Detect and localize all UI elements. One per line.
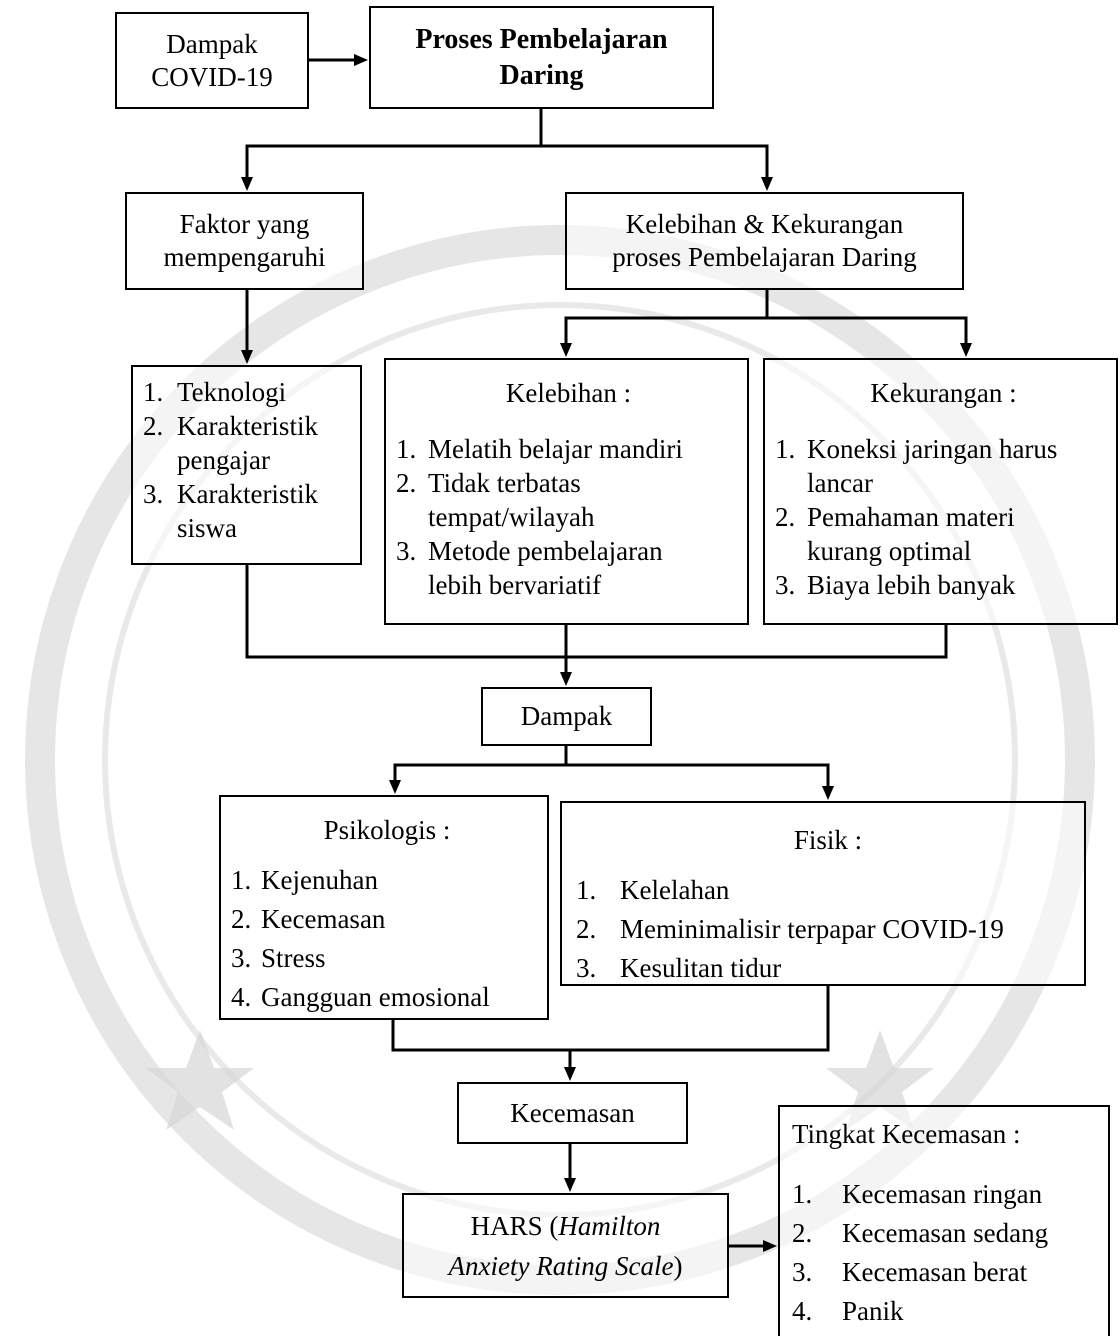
- psikologis-title: Psikologis :: [323, 815, 451, 845]
- psikologis-item-1: 1. Kejenuhan: [231, 865, 378, 895]
- kecemasan-label: Kecemasan: [510, 1097, 635, 1128]
- kekurangan-item-3: 3. Biaya lebih banyak: [775, 570, 1016, 600]
- kekurangan-item-1: 1. Koneksi jaringan harus lancar: [775, 434, 1058, 498]
- kk-line2: proses Pembelajaran Daring: [612, 242, 917, 272]
- faktor-list-box: 1. Teknologi 2. Karakteristik pengajar 3…: [131, 365, 362, 565]
- tingkat-item-4: 4. Panik: [792, 1296, 904, 1326]
- faktor-box: Faktor yang mempengaruhi: [125, 192, 364, 290]
- kecemasan-box: Kecemasan: [457, 1082, 688, 1144]
- kelebihan-item-2: 2. Tidak terbatas tempat/wilayah: [396, 468, 595, 532]
- arrowhead-to-kelebihan: [560, 343, 572, 357]
- psikologis-item-4: 4. Gangguan emosional: [231, 982, 490, 1012]
- kekurangan-title: Kekurangan :: [870, 378, 1017, 408]
- fisik-box: Fisik : 1. Kelelahan 2. Meminimalisir te…: [560, 801, 1086, 986]
- fisik-item-2: 2. Meminimalisir terpapar COVID-19: [576, 914, 1004, 944]
- kelebihan-box: Kelebihan : 1. Melatih belajar mandiri 2…: [384, 358, 749, 625]
- arrowhead-to-kecemasan: [564, 1067, 576, 1081]
- arrowhead-to-tingkat: [763, 1240, 777, 1252]
- kelebihan-item-3: 3. Metode pembelajaran lebih bervariatif: [396, 536, 663, 600]
- kk-line1: Kelebihan & Kekurangan: [625, 209, 904, 239]
- arrowhead-covid-proses: [354, 54, 368, 66]
- dampak-label: Dampak: [520, 701, 613, 731]
- arrowhead-to-fisik: [822, 786, 834, 800]
- arrowhead-to-hars: [564, 1178, 576, 1192]
- kelebihan-kekurangan-box: Kelebihan & Kekurangan proses Pembelajar…: [565, 192, 964, 290]
- proses-line1: Proses Pembelajaran: [415, 23, 668, 55]
- dampak-box: Dampak: [481, 687, 652, 746]
- kekurangan-box: Kekurangan : 1. Koneksi jaringan harus l…: [763, 358, 1118, 625]
- arrowhead-faktor-list: [241, 350, 253, 364]
- fisik-item-1: 1. Kelelahan: [576, 875, 730, 905]
- fisik-item-3: 3. Kesulitan tidur: [576, 953, 782, 983]
- arrowhead-to-kekurangan: [960, 343, 972, 357]
- proses-pembelajaran-box: Proses Pembelajaran Daring: [369, 6, 714, 109]
- dampak-covid-line1: Dampak: [166, 28, 258, 59]
- kekurangan-item-2: 2. Pemahaman materi kurang optimal: [775, 502, 1015, 566]
- tingkat-title: Tingkat Kecemasan :: [792, 1119, 1021, 1149]
- hars-box: HARS (Hamilton Anxiety Rating Scale): [402, 1193, 729, 1298]
- dampak-covid-box: Dampak COVID-19: [115, 12, 309, 109]
- kelebihan-item-1: 1. Melatih belajar mandiri: [396, 434, 683, 464]
- psikologis-item-2: 2. Kecemasan: [231, 904, 386, 934]
- tingkat-item-3: 3. Kecemasan berat: [792, 1257, 1028, 1287]
- proses-line2: Daring: [499, 59, 584, 91]
- arrowhead-to-dampak: [560, 672, 572, 686]
- fisik-title: Fisik :: [793, 825, 863, 855]
- dampak-covid-line2: COVID-19: [151, 61, 273, 92]
- arrowhead-to-faktor: [241, 177, 253, 191]
- faktor-line1: Faktor yang: [179, 209, 310, 239]
- kelebihan-title: Kelebihan :: [505, 378, 632, 408]
- faktor-item-1: 1. Teknologi: [143, 377, 287, 407]
- faktor-line2: mempengaruhi: [163, 242, 326, 272]
- tingkat-kecemasan-box: Tingkat Kecemasan : 1. Kecemasan ringan …: [778, 1105, 1110, 1336]
- psikologis-item-3: 3. Stress: [231, 943, 326, 973]
- tingkat-item-2: 2. Kecemasan sedang: [792, 1218, 1049, 1248]
- faktor-item-2: 2. Karakteristik pengajar: [143, 411, 318, 475]
- psikologis-box: Psikologis : 1. Kejenuhan 2. Kecemasan 3…: [219, 795, 549, 1020]
- arrowhead-to-kk: [761, 177, 773, 191]
- tingkat-item-1: 1. Kecemasan ringan: [792, 1179, 1043, 1209]
- faktor-item-3: 3. Karakteristik siswa: [143, 479, 318, 543]
- hars-line1: HARS (Hamilton: [470, 1210, 661, 1241]
- arrowhead-to-psikologis: [389, 780, 401, 794]
- hars-line2: Anxiety Rating Scale): [448, 1250, 683, 1281]
